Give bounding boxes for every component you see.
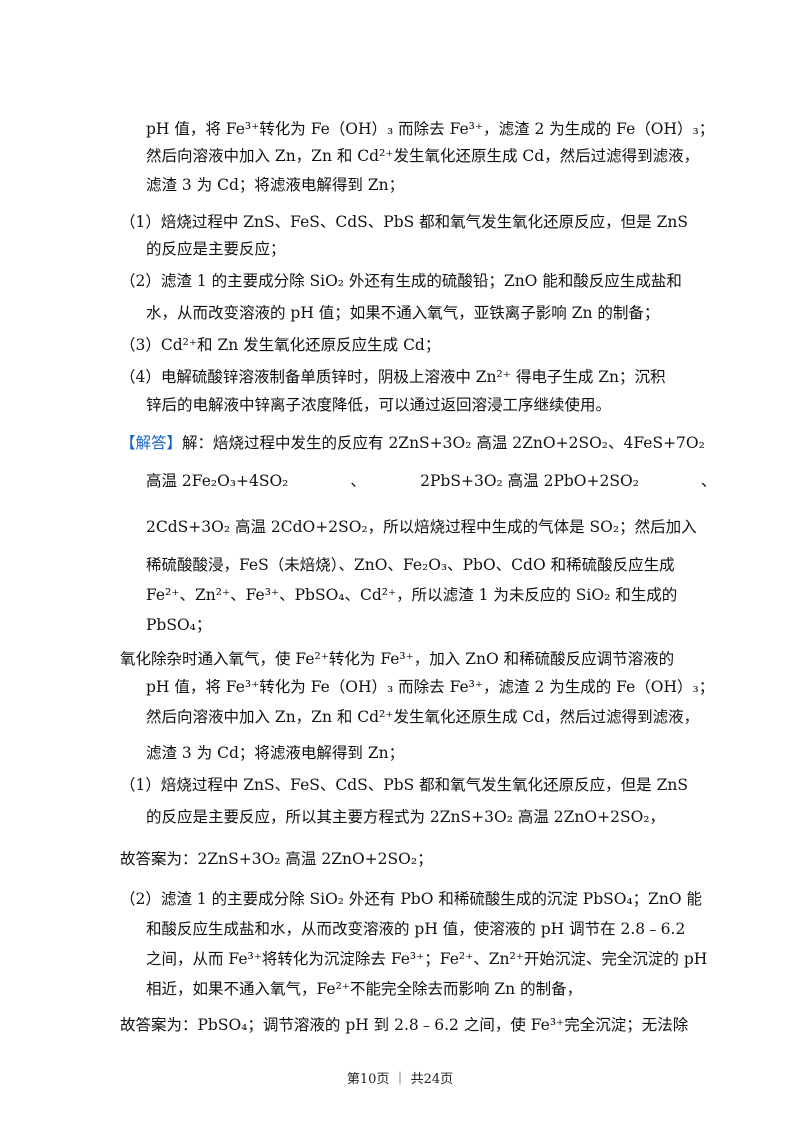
text-line: 然后向溶液中加入 Zn，Zn 和 Cd²⁺发生氧化还原生成 Cd，然后过滤得到滤… [146,145,699,167]
line-text: 故答案为：PbSO₄；调节溶液的 pH 到 2.8﹣6.2 之间，使 Fe³⁺完… [120,1016,689,1034]
line-text: 然后向溶液中加入 Zn，Zn 和 Cd²⁺发生氧化还原生成 Cd，然后过滤得到滤… [146,708,700,726]
text-line: pH 值，将 Fe³⁺转化为 Fe（OH）₃ 而除去 Fe³⁺，滤渣 2 为生成… [146,118,714,140]
page-footer: 第10页 ｜ 共24页 [346,1072,454,1087]
line-text: pH 值，将 Fe³⁺转化为 Fe（OH）₃ 而除去 Fe³⁺，滤渣 2 为生成… [146,120,715,138]
text-line: （4）电解硫酸锌溶液制备单质锌时，阴极上溶液中 Zn²⁺ 得电子生成 Zn；沉积 [120,366,666,388]
text-line: （1）焙烧过程中 ZnS、FeS、CdS、PbS 都和氧气发生氧化还原反应，但是… [120,774,688,796]
text-line: 高温 2Fe₂O₃+4SO₂ 、 2PbS+3O₂ 高温 2PbO+2SO₂ 、 [146,470,716,492]
line-text: Fe²⁺、Zn²⁺、Fe³⁺、PbSO₄、Cd²⁺，所以滤渣 1 为未反应的 S… [146,586,678,604]
line-text: 高温 2Fe₂O₃+4SO₂ 、 2PbS+3O₂ 高温 2PbO+2SO₂ 、 [146,472,717,490]
text-line: 故答案为：2ZnS+3O₂ 高温 2ZnO+2SO₂； [120,848,433,870]
text-line: （3）Cd²⁺和 Zn 发生氧化还原反应生成 Cd； [120,334,440,356]
line-text: 水，从而改变溶液的 pH 值；如果不通入氧气，亚铁离子影响 Zn 的制备； [146,304,660,322]
line-text: 然后向溶液中加入 Zn，Zn 和 Cd²⁺发生氧化还原生成 Cd，然后过滤得到滤… [146,147,700,165]
text-line: 的反应是主要反应； [146,238,286,260]
line-text: 之间，从而 Fe³⁺将转化为沉淀除去 Fe³⁺；Fe²⁺、Zn²⁺开始沉淀、完全… [146,950,708,968]
line-text: （4）电解硫酸锌溶液制备单质锌时，阴极上溶液中 Zn²⁺ 得电子生成 Zn；沉积 [120,368,666,386]
line-text: PbSO₄； [146,616,212,634]
text-line: 水，从而改变溶液的 pH 值；如果不通入氧气，亚铁离子影响 Zn 的制备； [146,302,659,324]
text-line: Fe²⁺、Zn²⁺、Fe³⁺、PbSO₄、Cd²⁺，所以滤渣 1 为未反应的 S… [146,584,677,606]
line-text: （1）焙烧过程中 ZnS、FeS、CdS、PbS 都和氧气发生氧化还原反应，但是… [120,213,688,231]
line-text: 和酸反应生成盐和水，从而改变溶液的 pH 值，使溶液的 pH 调节在 2.8﹣6… [146,920,686,938]
text-line: 稀硫酸酸浸，FeS（未焙烧）、ZnO、Fe₂O₃、PbO、CdO 和稀硫酸反应生… [146,554,675,576]
text-line: （2）滤渣 1 的主要成分除 SiO₂ 外还有 PbO 和稀硫酸生成的沉淀 Pb… [120,888,702,910]
text-line: 氧化除杂时通入氧气，使 Fe²⁺转化为 Fe³⁺，加入 ZnO 和稀硫酸反应调节… [120,648,674,670]
text-line: 之间，从而 Fe³⁺将转化为沉淀除去 Fe³⁺；Fe²⁺、Zn²⁺开始沉淀、完全… [146,948,707,970]
line-text: 滤渣 3 为 Cd；将滤液电解得到 Zn； [146,744,405,762]
line-text: （2）滤渣 1 的主要成分除 SiO₂ 外还有生成的硫酸铅；ZnO 能和酸反应生… [120,272,682,290]
text-line: （1）焙烧过程中 ZnS、FeS、CdS、PbS 都和氧气发生氧化还原反应，但是… [120,211,688,233]
line-text: pH 值，将 Fe³⁺转化为 Fe（OH）₃ 而除去 Fe³⁺，滤渣 2 为生成… [146,678,715,696]
line-text: 故答案为：2ZnS+3O₂ 高温 2ZnO+2SO₂； [120,850,433,868]
text-line: 故答案为：PbSO₄；调节溶液的 pH 到 2.8﹣6.2 之间，使 Fe³⁺完… [120,1014,688,1036]
line-text: 氧化除杂时通入氧气，使 Fe²⁺转化为 Fe³⁺，加入 ZnO 和稀硫酸反应调节… [120,650,675,668]
text-line: 滤渣 3 为 Cd；将滤液电解得到 Zn； [146,742,404,764]
line-text: 滤渣 3 为 Cd；将滤液电解得到 Zn； [146,176,405,194]
line-text: 锌后的电解液中锌离子浓度降低，可以通过返回溶浸工序继续使用。 [146,396,612,414]
text-line: （2）滤渣 1 的主要成分除 SiO₂ 外还有生成的硫酸铅；ZnO 能和酸反应生… [120,270,682,292]
line-text: （3）Cd²⁺和 Zn 发生氧化还原反应生成 Cd； [120,336,441,354]
line-text: 稀硫酸酸浸，FeS（未焙烧）、ZnO、Fe₂O₃、PbO、CdO 和稀硫酸反应生… [146,556,675,574]
text-line: 【解答】解：焙烧过程中发生的反应有 2ZnS+3O₂ 高温 2ZnO+2SO₂、… [120,432,705,454]
text-line: 2CdS+3O₂ 高温 2CdO+2SO₂，所以焙烧过程中生成的气体是 SO₂；… [146,516,697,538]
text-line: 锌后的电解液中锌离子浓度降低，可以通过返回溶浸工序继续使用。 [146,394,611,416]
line-text: 的反应是主要反应，所以其主要方程式为 2ZnS+3O₂ 高温 2ZnO+2SO₂… [146,808,665,826]
line-text: 的反应是主要反应； [146,240,286,258]
line-text: 相近，如果不通入氧气，Fe²⁺不能完全除去而影响 Zn 的制备， [146,980,583,998]
answer-tag: 【解答】 [120,434,183,452]
text-line: 然后向溶液中加入 Zn，Zn 和 Cd²⁺发生氧化还原生成 Cd，然后过滤得到滤… [146,706,699,728]
text-line: PbSO₄； [146,614,211,636]
text-line: pH 值，将 Fe³⁺转化为 Fe（OH）₃ 而除去 Fe³⁺，滤渣 2 为生成… [146,676,714,698]
line-text: 解：焙烧过程中发生的反应有 2ZnS+3O₂ 高温 2ZnO+2SO₂、4FeS… [182,434,705,452]
line-text: （2）滤渣 1 的主要成分除 SiO₂ 外还有 PbO 和稀硫酸生成的沉淀 Pb… [120,890,703,908]
line-text: 2CdS+3O₂ 高温 2CdO+2SO₂，所以焙烧过程中生成的气体是 SO₂；… [146,518,697,536]
text-line: 滤渣 3 为 Cd；将滤液电解得到 Zn； [146,174,404,196]
line-text: （1）焙烧过程中 ZnS、FeS、CdS、PbS 都和氧气发生氧化还原反应，但是… [120,776,688,794]
text-line: 相近，如果不通入氧气，Fe²⁺不能完全除去而影响 Zn 的制备， [146,978,582,1000]
text-line: 和酸反应生成盐和水，从而改变溶液的 pH 值，使溶液的 pH 调节在 2.8﹣6… [146,918,685,940]
text-line: 的反应是主要反应，所以其主要方程式为 2ZnS+3O₂ 高温 2ZnO+2SO₂… [146,806,665,828]
